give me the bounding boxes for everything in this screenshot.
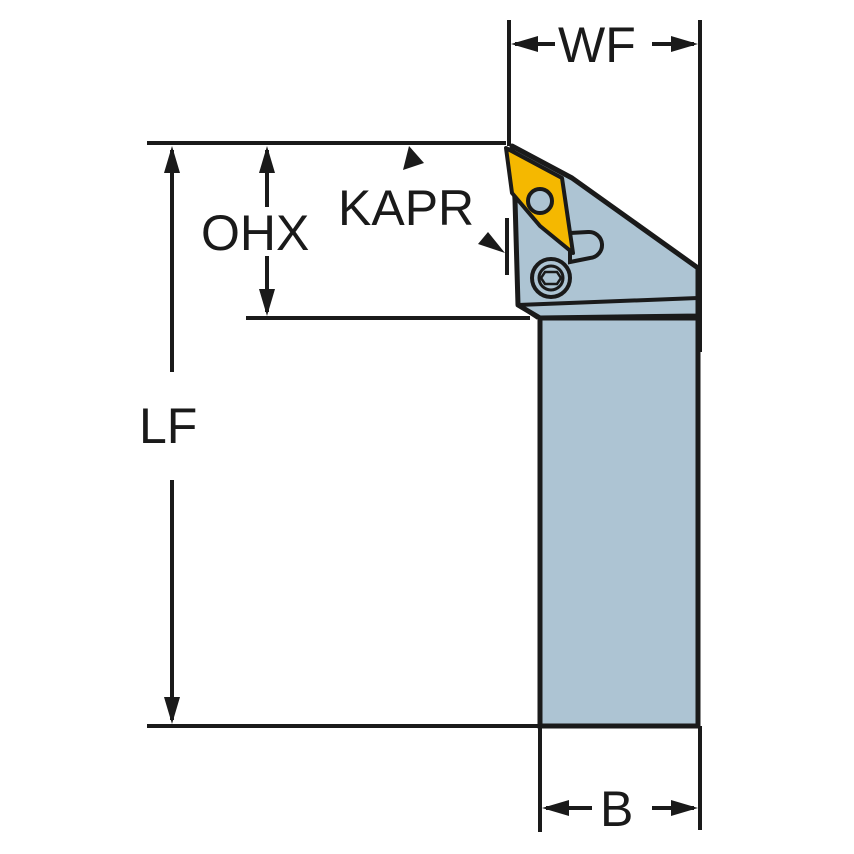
dimension-label-ohx: OHX [201, 205, 309, 261]
dimension-lines [147, 20, 702, 832]
arrowheads [164, 36, 698, 816]
insert-hole [526, 187, 554, 215]
dimension-label-lf: LF [139, 398, 197, 454]
dimension-label-b: B [600, 781, 633, 837]
tool-shank [537, 315, 701, 729]
clamp-screw-icon [530, 257, 572, 299]
dimension-label-kapr: KAPR [338, 180, 474, 236]
dimension-label-wf: WF [558, 17, 636, 73]
insert [504, 146, 575, 255]
clamp-slot [568, 229, 604, 265]
